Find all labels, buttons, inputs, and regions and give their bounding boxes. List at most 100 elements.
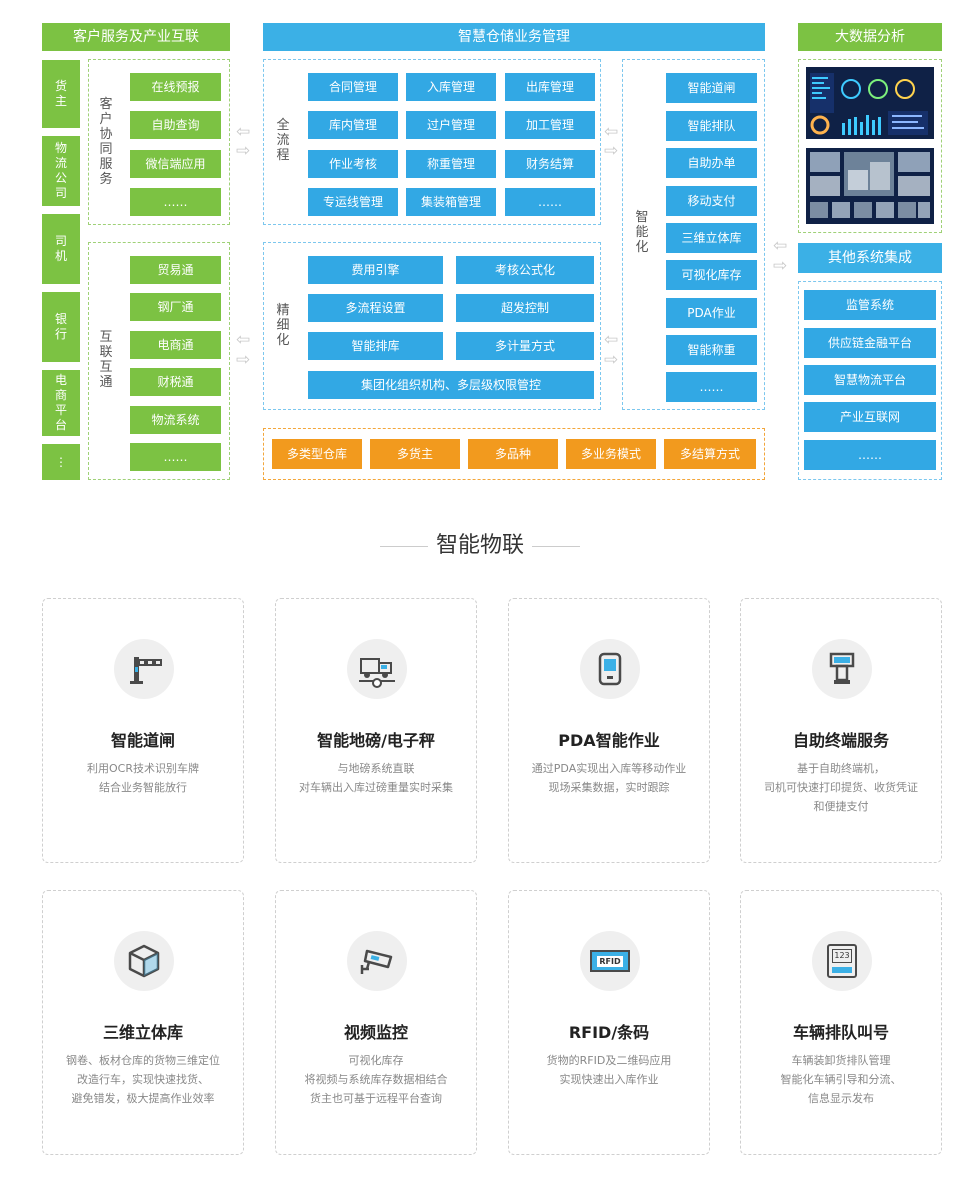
feature-card-rfid[interactable]: RFID RFID/条码 货物的RFID及二维码应用实现快速出入库作业 bbox=[508, 890, 710, 1155]
intelligent-item[interactable]: …… bbox=[666, 372, 757, 402]
sidebar-item-shipper[interactable]: 货主 bbox=[42, 60, 80, 128]
feature-title: 智能道闸 bbox=[110, 731, 175, 750]
feature-card-video[interactable]: 视频监控 可视化库存将视频与系统库存数据相结合货主也可基于远程平台查询 bbox=[275, 890, 477, 1155]
client-collab-item[interactable]: …… bbox=[130, 188, 221, 216]
interconnect-item[interactable]: 物流系统 bbox=[130, 406, 221, 434]
full-process-item[interactable]: 出库管理 bbox=[505, 73, 595, 101]
features-orange-panel bbox=[263, 428, 765, 480]
sidebar-item-ecommerce[interactable]: 电商平台 bbox=[42, 370, 80, 436]
sidebar-item-label: 电商平台 bbox=[54, 373, 67, 432]
sidebar-item-logistics[interactable]: 物流公司 bbox=[42, 136, 80, 206]
full-process-item[interactable]: 加工管理 bbox=[505, 111, 595, 139]
full-process-item[interactable]: 入库管理 bbox=[406, 73, 496, 101]
header-warehouse-management: 智慧仓储业务管理 bbox=[263, 23, 765, 51]
intelligent-item[interactable]: PDA作业 bbox=[666, 298, 757, 328]
sidebar-item-label: 货主 bbox=[54, 79, 67, 108]
refined-item[interactable]: 考核公式化 bbox=[456, 256, 594, 284]
queue-number-icon: 123 bbox=[812, 931, 872, 991]
feature-desc: 货物的RFID及二维码应用实现快速出入库作业 bbox=[546, 1054, 672, 1086]
intelligent-item[interactable]: 智能排队 bbox=[666, 111, 757, 141]
other-system-item[interactable]: 供应链金融平台 bbox=[804, 328, 936, 358]
other-system-item[interactable]: 智慧物流平台 bbox=[804, 365, 936, 395]
intelligent-item[interactable]: 移动支付 bbox=[666, 186, 757, 216]
orange-item[interactable]: 多品种 bbox=[468, 439, 558, 469]
full-process-item[interactable]: 专运线管理 bbox=[308, 188, 398, 216]
arrow-right-icon: ⇨ bbox=[604, 350, 619, 370]
refined-item-wide[interactable]: 集团化组织机构、多层级权限管控 bbox=[308, 371, 594, 399]
full-process-panel bbox=[263, 59, 601, 225]
sidebar-item-more[interactable]: ⋮ bbox=[42, 444, 80, 480]
feature-desc: 车辆装卸货排队管理智能化车辆引导和分流、信息显示发布 bbox=[780, 1054, 902, 1105]
rfid-tag-text: RFID bbox=[597, 955, 623, 967]
other-systems-panel bbox=[798, 281, 942, 480]
feature-desc: 与地磅系统直联对车辆出入库过磅重量实时采集 bbox=[299, 762, 453, 794]
barrier-gate-icon bbox=[114, 639, 174, 699]
other-system-item[interactable]: …… bbox=[804, 440, 936, 470]
arrow-left-icon: ⇦ bbox=[604, 122, 619, 142]
client-collab-label: 客户协同服务 bbox=[99, 97, 113, 187]
truck-scale-icon bbox=[347, 639, 407, 699]
feature-title: 智能地磅/电子秤 bbox=[317, 731, 435, 750]
full-process-item[interactable]: 作业考核 bbox=[308, 150, 398, 178]
refined-item[interactable]: 多计量方式 bbox=[456, 332, 594, 360]
interconnect-item[interactable]: 钢厂通 bbox=[130, 293, 221, 321]
feature-card-truck-scale[interactable]: 智能地磅/电子秤 与地磅系统直联对车辆出入库过磅重量实时采集 bbox=[275, 598, 477, 863]
feature-card-pda[interactable]: PDA智能作业 通过PDA实现出入库等移动作业现场采集数据，实时跟踪 bbox=[508, 598, 710, 863]
full-process-item[interactable]: 库内管理 bbox=[308, 111, 398, 139]
other-system-item[interactable]: 产业互联网 bbox=[804, 402, 936, 432]
client-collab-item[interactable]: 自助查询 bbox=[130, 111, 221, 139]
surveillance-camera-icon bbox=[347, 931, 407, 991]
feature-card-barrier-gate[interactable]: 智能道闸 利用OCR技术识别车牌结合业务智能放行 bbox=[42, 598, 244, 863]
arrow-right-icon: ⇨ bbox=[236, 141, 251, 161]
dashboard-screenshot-1 bbox=[806, 67, 934, 139]
interconnect-item[interactable]: 贸易通 bbox=[130, 256, 221, 284]
refined-item[interactable]: 超发控制 bbox=[456, 294, 594, 322]
arrow-right-icon: ⇨ bbox=[236, 350, 251, 370]
sidebar-item-bank[interactable]: 银行 bbox=[42, 292, 80, 362]
intelligent-item[interactable]: 可视化库存 bbox=[666, 260, 757, 290]
other-system-item[interactable]: 监管系统 bbox=[804, 290, 936, 320]
full-process-item[interactable]: …… bbox=[505, 188, 595, 216]
full-process-item[interactable]: 过户管理 bbox=[406, 111, 496, 139]
full-process-item[interactable]: 集装箱管理 bbox=[406, 188, 496, 216]
intelligent-item[interactable]: 三维立体库 bbox=[666, 223, 757, 253]
intelligent-item[interactable]: 智能道闸 bbox=[666, 73, 757, 103]
orange-item[interactable]: 多结算方式 bbox=[664, 439, 756, 469]
feature-title: 三维立体库 bbox=[102, 1023, 183, 1042]
interconnect-label: 互联互通 bbox=[99, 330, 113, 390]
full-process-item[interactable]: 合同管理 bbox=[308, 73, 398, 101]
interconnect-item[interactable]: 电商通 bbox=[130, 331, 221, 359]
feature-desc: 可视化库存将视频与系统库存数据相结合货主也可基于远程平台查询 bbox=[304, 1054, 448, 1105]
refined-item[interactable]: 费用引擎 bbox=[308, 256, 443, 284]
sidebar-item-label: 物流公司 bbox=[54, 141, 67, 200]
refined-item[interactable]: 智能排库 bbox=[308, 332, 443, 360]
arrow-left-icon: ⇦ bbox=[773, 236, 788, 256]
client-collab-panel bbox=[88, 59, 230, 225]
interconnect-item[interactable]: 财税通 bbox=[130, 368, 221, 396]
interconnect-item[interactable]: …… bbox=[130, 443, 221, 471]
orange-item[interactable]: 多类型仓库 bbox=[272, 439, 362, 469]
rfid-tag-icon: RFID bbox=[580, 931, 640, 991]
refined-label: 精细化 bbox=[276, 303, 290, 348]
client-collab-item[interactable]: 在线预报 bbox=[130, 73, 221, 101]
big-data-panel bbox=[798, 59, 942, 233]
feature-title: 视频监控 bbox=[343, 1023, 408, 1042]
sidebar-item-label: 银行 bbox=[54, 312, 67, 341]
intelligent-label: 智能化 bbox=[635, 210, 649, 255]
orange-item[interactable]: 多货主 bbox=[370, 439, 460, 469]
orange-item[interactable]: 多业务模式 bbox=[566, 439, 656, 469]
feature-card-kiosk[interactable]: 自助终端服务 基于自助终端机，司机可快速打印提货、收货凭证和便捷支付 bbox=[740, 598, 942, 863]
sidebar-item-label: 司机 bbox=[54, 234, 67, 263]
intelligent-item[interactable]: 自助办单 bbox=[666, 148, 757, 178]
feature-card-3d-warehouse[interactable]: 三维立体库 钢卷、板材仓库的货物三维定位改造行车，实现快速找货、避免错发，极大提… bbox=[42, 890, 244, 1155]
refined-item[interactable]: 多流程设置 bbox=[308, 294, 443, 322]
full-process-item[interactable]: 财务结算 bbox=[505, 150, 595, 178]
feature-card-queue[interactable]: 123 车辆排队叫号 车辆装卸货排队管理智能化车辆引导和分流、信息显示发布 bbox=[740, 890, 942, 1155]
client-collab-item[interactable]: 微信端应用 bbox=[130, 150, 221, 178]
feature-title: RFID/条码 bbox=[568, 1023, 650, 1042]
header-customer-service: 客户服务及产业互联 bbox=[42, 23, 230, 51]
full-process-item[interactable]: 称重管理 bbox=[406, 150, 496, 178]
intelligent-item[interactable]: 智能称重 bbox=[666, 335, 757, 365]
sidebar-item-driver[interactable]: 司机 bbox=[42, 214, 80, 284]
title-divider-right bbox=[532, 546, 580, 547]
